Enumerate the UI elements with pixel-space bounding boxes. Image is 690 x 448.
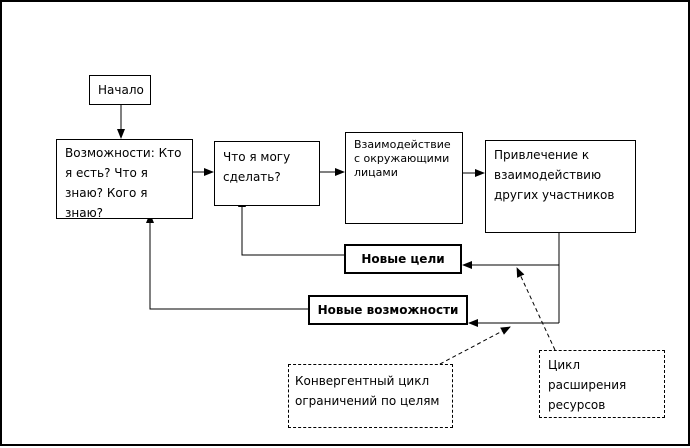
cando-label: Что я могу сделать? bbox=[223, 150, 291, 184]
arrow-new-opportunities-to-opportunities bbox=[146, 213, 308, 310]
convergent-cycle-note: Конвергентный цикл ограничений по целям bbox=[288, 364, 453, 428]
arrow-new-goals-to-cando bbox=[238, 197, 344, 256]
interaction-node: Взаимодействие с окружающими лицами bbox=[345, 132, 463, 224]
opportunities-node: Возможности: Кто я есть? Что я знаю? Ког… bbox=[56, 139, 193, 220]
convergent-cycle-label: Конвергентный цикл ограничений по целям bbox=[295, 374, 440, 408]
new-goals-label: Новые цели bbox=[361, 252, 445, 266]
callout-convergent bbox=[439, 326, 511, 365]
new-opportunities-label: Новые возможности bbox=[317, 303, 459, 317]
opportunities-label: Возможности: Кто я есть? Что я знаю? Ког… bbox=[65, 146, 182, 220]
new-goals-node: Новые цели bbox=[344, 244, 462, 274]
new-opportunities-node: Новые возможности bbox=[308, 295, 468, 325]
attraction-node: Привлечение к взаимодействию других учас… bbox=[485, 140, 636, 233]
cando-node: Что я могу сделать? bbox=[214, 141, 320, 206]
interaction-label: Взаимодействие с окружающими лицами bbox=[354, 138, 451, 179]
expansion-cycle-note: Цикл расширения ресурсов bbox=[539, 350, 665, 418]
callout-expansion bbox=[516, 267, 556, 351]
expansion-cycle-label: Цикл расширения ресурсов bbox=[548, 358, 627, 412]
attraction-label: Привлечение к взаимодействию других учас… bbox=[494, 148, 615, 202]
start-node: Начало bbox=[89, 75, 151, 105]
start-label: Начало bbox=[98, 83, 144, 97]
